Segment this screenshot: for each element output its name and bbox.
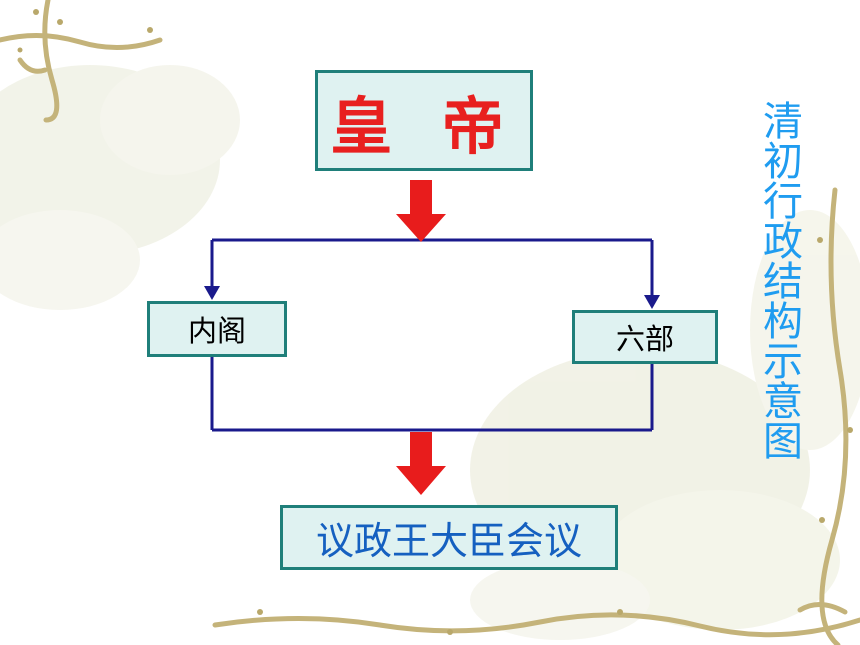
side-title: 清初行政结构示意图 [756, 100, 802, 460]
grand-secretariat-label: 内阁 [187, 314, 246, 348]
emperor-box: 皇 帝 [315, 70, 533, 171]
emperor-label: 皇 帝 [330, 89, 518, 163]
arrowhead-right [644, 295, 660, 309]
six-ministries-label: 六部 [615, 322, 674, 356]
council-box: 议政王大臣会议 [280, 505, 618, 570]
red-arrow-bottom [396, 432, 446, 495]
arrowhead-left [204, 286, 220, 300]
grand-secretariat-box: 内阁 [147, 301, 287, 357]
six-ministries-box: 六部 [572, 310, 718, 364]
council-label: 议政王大臣会议 [315, 519, 582, 563]
red-arrow-top [396, 180, 446, 242]
